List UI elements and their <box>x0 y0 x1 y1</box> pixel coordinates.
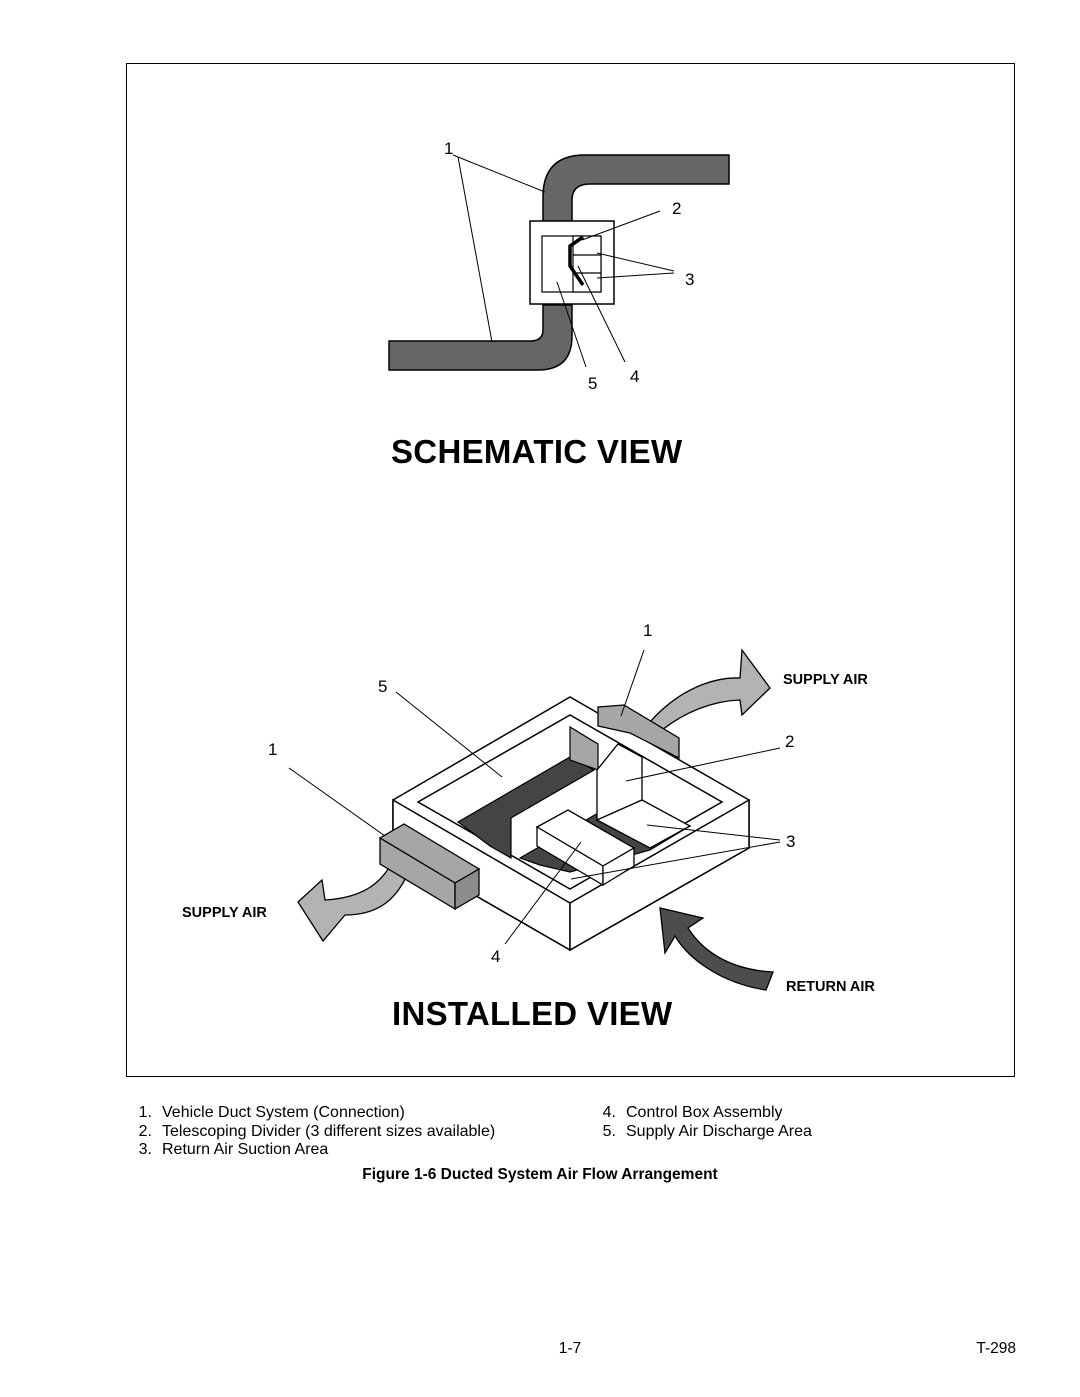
legend-text: Supply Air Discharge Area <box>626 1122 812 1140</box>
installed-callout-1-left: 1 <box>268 740 277 759</box>
schematic-callout-3: 3 <box>685 270 694 289</box>
page-number: 1-7 <box>558 1340 582 1357</box>
legend-item: 1. Vehicle Duct System (Connection) <box>126 1104 495 1123</box>
control-box-side <box>602 846 635 887</box>
legend-left: 1. Vehicle Duct System (Connection) 2. Tel… <box>126 1104 496 1160</box>
legend-right: 4. Control Box Assembly 5. Supply Air Disc… <box>590 1104 812 1141</box>
rear-duct-connection <box>597 704 680 760</box>
installed-callout-2: 2 <box>785 732 794 751</box>
schematic-callout-1: 1 <box>444 139 453 158</box>
return-grille <box>595 799 692 849</box>
legend-text: Telescoping Divider (3 different sizes a… <box>162 1122 496 1140</box>
document-number: T-298 <box>976 1340 1016 1357</box>
installed-callout-3: 3 <box>786 832 795 851</box>
legend-item: 4. Control Box Assembly <box>590 1104 812 1123</box>
legend-item: 2. Telescoping Divider (3 different sizes… <box>126 1122 496 1142</box>
schematic-divider <box>568 235 585 286</box>
supply-air-arrow-right <box>649 648 771 731</box>
legend-item: 3. Return Air Suction Area <box>126 1141 495 1160</box>
figure-caption: Figure 1-6 Ducted System Air Flow Arrang… <box>362 1166 718 1183</box>
legend-num: 5. <box>602 1122 616 1140</box>
legend-text: Vehicle Duct System (Connection) <box>162 1104 405 1121</box>
schematic-duct-lower <box>388 304 573 371</box>
legend-text: Control Box Assembly <box>626 1104 783 1121</box>
legend-num: 4. <box>602 1104 616 1121</box>
legend-num: 3. <box>138 1141 152 1158</box>
return-air-label: RETURN AIR <box>786 979 875 995</box>
installed-callout-1-top: 1 <box>643 621 652 640</box>
legend-text: Return Air Suction Area <box>162 1141 329 1158</box>
supply-air-label-right: SUPPLY AIR <box>783 672 868 688</box>
figure-frame <box>126 63 1015 1077</box>
figure-drawing: 1 2 3 4 5 SCHEMATIC VIEW <box>182 139 875 1032</box>
schematic-callout-2: 2 <box>672 199 681 218</box>
schematic-view-title: SCHEMATIC VIEW <box>391 433 683 470</box>
schematic-duct-upper <box>542 154 730 223</box>
legend-num: 2. <box>138 1122 152 1140</box>
front-duct-connection-side <box>454 867 480 911</box>
schematic-callout-4: 4 <box>630 367 639 386</box>
supply-air-label-left: SUPPLY AIR <box>182 905 267 921</box>
legend-item: 5. Supply Air Discharge Area <box>590 1123 812 1142</box>
installed-callout-5: 5 <box>378 677 387 696</box>
installed-view-title: INSTALLED VIEW <box>392 995 673 1032</box>
schematic-callout-5: 5 <box>588 374 597 393</box>
frame-right-face <box>569 798 750 952</box>
installed-callout-4: 4 <box>491 947 500 966</box>
supply-air-arrow-left <box>297 855 414 943</box>
schematic-diagram: 1 2 3 4 5 <box>388 139 730 393</box>
divider-block <box>596 743 643 822</box>
schematic-control-box <box>572 235 602 293</box>
return-air-arrow <box>659 907 774 991</box>
legend-num: 1. <box>138 1104 152 1121</box>
installed-diagram: 1 5 1 2 3 4 SUPPLY AIR SUPPLY AIR RETURN… <box>182 621 875 995</box>
